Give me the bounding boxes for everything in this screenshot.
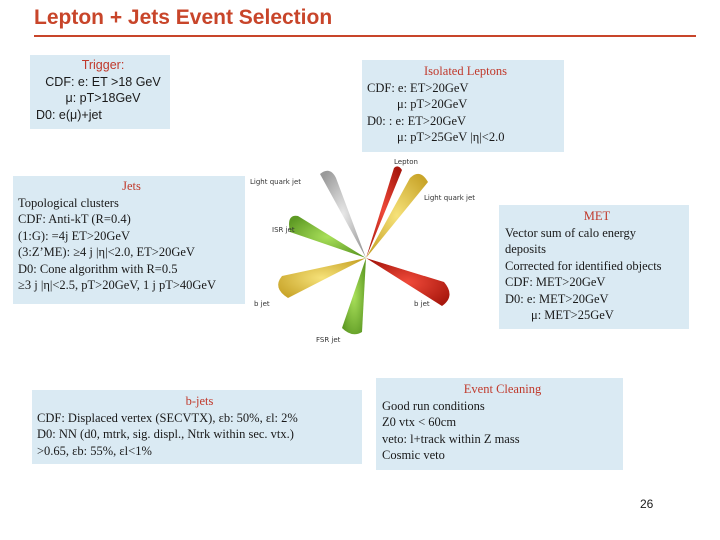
met-box: MET Vector sum of calo energy deposits C… bbox=[499, 205, 689, 329]
isr-jet-cone bbox=[289, 215, 366, 258]
event-cleaning-heading: Event Cleaning bbox=[463, 382, 542, 396]
b-jets-line: >0.65, εb: 55%, εl<1% bbox=[37, 443, 152, 458]
event-cleaning-line: Cosmic veto bbox=[382, 448, 445, 462]
jets-line: D0: Cone algorithm with R=0.5 bbox=[18, 261, 178, 276]
b-jet-cone-left bbox=[278, 258, 366, 298]
event-cleaning-line: veto: l+track within Z mass bbox=[382, 431, 520, 446]
event-cleaning-box: Event Cleaning Good run conditions Z0 vt… bbox=[376, 378, 623, 470]
met-arrow bbox=[366, 258, 428, 276]
met-line: μ: MET>25GeV bbox=[531, 308, 614, 322]
label-light-quark-1: Light quark jet bbox=[250, 178, 301, 186]
met-line: Vector sum of calo energy bbox=[505, 225, 636, 240]
light-quark-jet-cone-1 bbox=[320, 170, 366, 258]
leptons-heading: Isolated Leptons bbox=[424, 64, 507, 78]
b-jet-cone-right bbox=[366, 258, 450, 306]
trigger-line: μ: pT>18GeV bbox=[65, 91, 141, 105]
fsr-jet-cone bbox=[342, 258, 366, 335]
jets-line: CDF: Anti-kT (R=0.4) bbox=[18, 212, 131, 226]
b-jets-line: CDF: Displaced vertex (SECVTX), εb: 50%,… bbox=[37, 410, 298, 425]
leptons-line: CDF: e: ET>20GeV bbox=[367, 80, 469, 95]
trigger-box: Trigger: CDF: e: ET >18 GeV μ: pT>18GeV … bbox=[30, 55, 170, 129]
trigger-line: D0: e(μ)+jet bbox=[36, 107, 102, 122]
jets-heading: Jets bbox=[122, 179, 141, 193]
leptons-line: μ: pT>25GeV |η|<2.0 bbox=[397, 130, 505, 144]
met-line: D0: e: MET>20GeV bbox=[505, 291, 609, 306]
slide-title: Lepton + Jets Event Selection bbox=[34, 6, 333, 29]
met-heading: MET bbox=[583, 209, 611, 223]
label-fsr: FSR jet bbox=[316, 336, 341, 344]
jets-line: (3:Z’ME): ≥4 j |η|<2.0, ET>20GeV bbox=[18, 245, 195, 259]
ttbar-event-display: Light quark jet Light quark jet Lepton I… bbox=[250, 158, 475, 344]
met-line: CDF: MET>20GeV bbox=[505, 275, 606, 289]
title-underline bbox=[34, 35, 696, 37]
event-cleaning-line: Good run conditions bbox=[382, 398, 485, 413]
label-light-quark-2: Light quark jet bbox=[424, 194, 475, 202]
isolated-leptons-box: Isolated Leptons CDF: e: ET>20GeV μ: pT>… bbox=[362, 60, 564, 152]
label-bjet-right: b jet bbox=[414, 300, 430, 308]
trigger-heading: Trigger: bbox=[81, 58, 125, 72]
leptons-line: D0: : e: ET>20GeV bbox=[367, 113, 467, 128]
jets-line: (1:G): =4j ET>20GeV bbox=[18, 228, 130, 243]
page-number: 26 bbox=[640, 497, 654, 511]
label-lepton: Lepton bbox=[394, 158, 418, 166]
b-jets-box: b-jets CDF: Displaced vertex (SECVTX), ε… bbox=[32, 390, 362, 464]
trigger-line: CDF: e: ET >18 GeV bbox=[45, 74, 161, 89]
met-line: deposits bbox=[505, 242, 546, 256]
jets-line: ≥3 j |η|<2.5, pT>20GeV, 1 j pT>40GeV bbox=[18, 278, 216, 292]
lepton-cone bbox=[366, 166, 402, 258]
met-line: Corrected for identified objects bbox=[505, 258, 662, 273]
light-quark-jet-cone-2 bbox=[366, 173, 428, 258]
leptons-line: μ: pT>20GeV bbox=[397, 97, 468, 111]
b-jets-line: D0: NN (d0, mtrk, sig. displ., Ntrk with… bbox=[37, 427, 294, 441]
jets-box: Jets Topological clusters CDF: Anti-kT (… bbox=[13, 176, 245, 304]
label-isr: ISR jet bbox=[272, 226, 295, 234]
jets-line: Topological clusters bbox=[18, 195, 119, 210]
b-jets-heading: b-jets bbox=[185, 394, 214, 408]
event-cleaning-line: Z0 vtx < 60cm bbox=[382, 415, 457, 429]
label-bjet-left: b jet bbox=[254, 300, 270, 308]
